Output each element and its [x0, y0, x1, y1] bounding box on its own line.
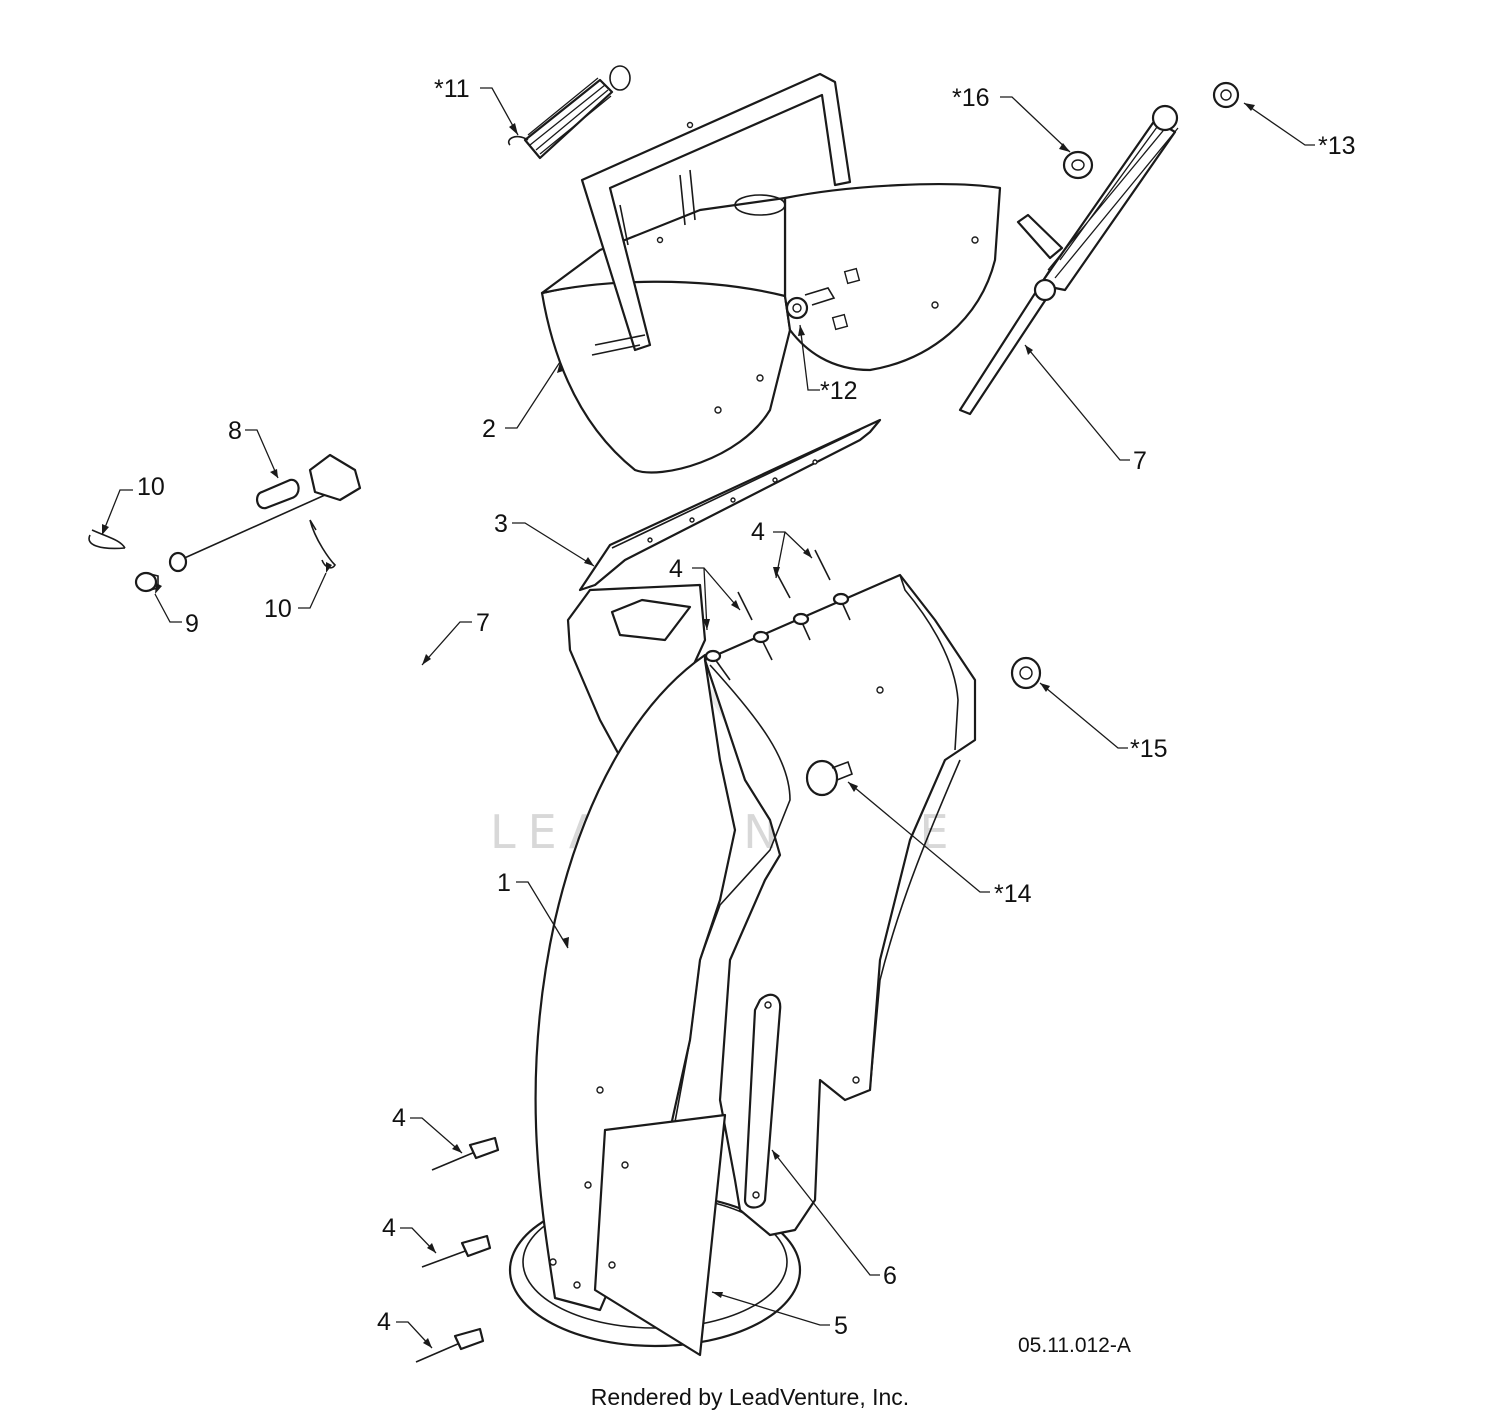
part-15-locknut[interactable]: [1010, 656, 1042, 690]
drawing-number: 05.11.012-A: [1018, 1334, 1131, 1357]
callout-4-low-a[interactable]: 4: [392, 1104, 406, 1132]
callout-2[interactable]: 2: [482, 415, 496, 443]
callout-3[interactable]: 3: [494, 510, 508, 538]
part-9-bushing[interactable]: [134, 571, 159, 593]
callout-9[interactable]: 9: [185, 610, 199, 638]
callout-6[interactable]: 6: [883, 1262, 897, 1290]
leader-lines: [101, 87, 1315, 1349]
footer-credit: Rendered by LeadVenture, Inc.: [590, 1384, 910, 1410]
part-4-rivets-top[interactable]: [704, 549, 851, 681]
callout-7-left[interactable]: 7: [476, 609, 490, 637]
part-6-strap[interactable]: [743, 993, 782, 1209]
callout-16[interactable]: *16: [952, 84, 990, 112]
part-5-plate[interactable]: [573, 1113, 727, 1357]
part-10-clips[interactable]: [88, 519, 337, 569]
callout-8[interactable]: 8: [228, 417, 242, 445]
callout-4-top-b[interactable]: 4: [669, 555, 683, 583]
part-1-lower-chute[interactable]: [508, 573, 977, 1348]
part-3-strip[interactable]: [578, 418, 882, 592]
part-4-rivets-low[interactable]: [415, 1136, 500, 1363]
callout-1[interactable]: 1: [497, 869, 511, 897]
callout-7-right[interactable]: 7: [1133, 447, 1147, 475]
callout-13[interactable]: *13: [1318, 132, 1356, 160]
leader-arrowheads: [102, 103, 1255, 1348]
part-16-washer[interactable]: [1062, 150, 1094, 180]
part-7-left-cable[interactable]: [168, 453, 447, 771]
callout-10-bottom[interactable]: 10: [264, 595, 292, 623]
callout-14[interactable]: *14: [994, 880, 1032, 908]
callout-4-low-b[interactable]: 4: [382, 1214, 396, 1242]
part-7-right-rod[interactable]: [958, 104, 1179, 416]
callout-11[interactable]: *11: [434, 75, 470, 103]
part-13-nut[interactable]: [1212, 81, 1240, 109]
callout-10-top[interactable]: 10: [137, 473, 165, 501]
callout-labels: *11 *16 *13 *12 2 7 8 10 10 9 7 3 4 4 *1…: [137, 75, 1356, 1340]
callout-15[interactable]: *15: [1130, 735, 1168, 763]
callout-12[interactable]: *12: [820, 377, 858, 405]
part-2-upper-chute[interactable]: [540, 72, 1002, 474]
callout-4-low-c[interactable]: 4: [377, 1308, 391, 1336]
part-8-pin[interactable]: [256, 478, 300, 510]
part-11-spring[interactable]: [508, 65, 631, 160]
part-14-bolt[interactable]: [805, 759, 853, 797]
callout-4-top-a[interactable]: 4: [751, 518, 765, 546]
callout-5[interactable]: 5: [834, 1312, 848, 1340]
